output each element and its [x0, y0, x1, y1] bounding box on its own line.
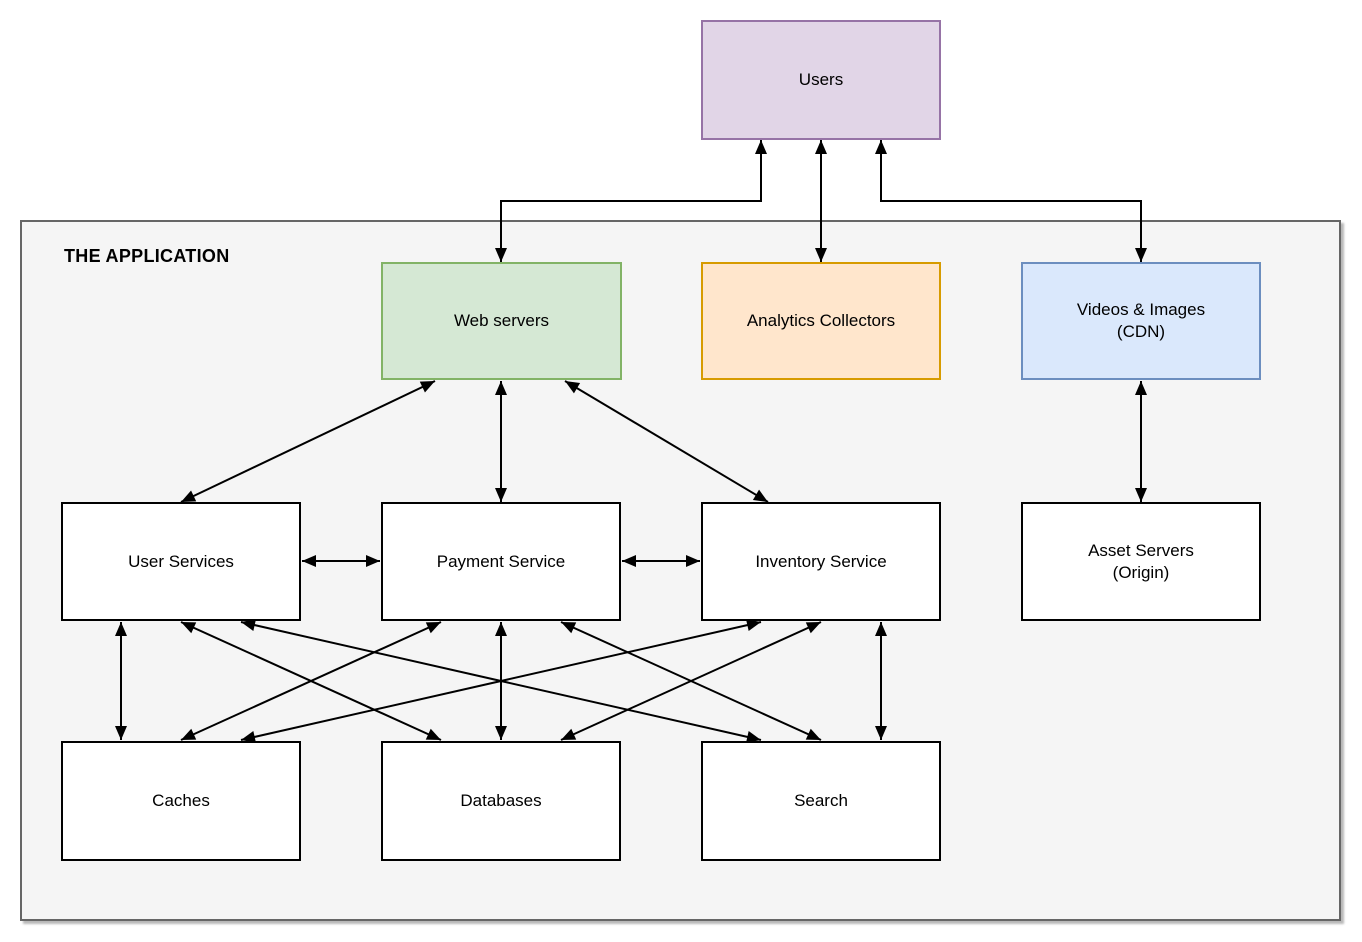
node-user-services: User Services [61, 502, 301, 621]
videos-images-cdn-label: Videos & Images (CDN) [1076, 300, 1206, 341]
edge-inventory-service--databases [560, 621, 822, 741]
node-analytics-collectors: Analytics Collectors [701, 262, 941, 380]
node-databases: Databases [381, 741, 621, 861]
edge-web-servers--inventory-service [564, 380, 769, 503]
web-servers-label: Web servers [453, 311, 550, 331]
node-asset-servers-origin: Asset Servers (Origin) [1021, 502, 1261, 621]
payment-service-label: Payment Service [436, 551, 566, 571]
node-inventory-service: Inventory Service [701, 502, 941, 621]
search-label: Search [794, 791, 848, 811]
edge-users--videos-images-cdn [875, 140, 1147, 262]
node-web-servers: Web servers [381, 262, 622, 380]
node-caches: Caches [61, 741, 301, 861]
asset-servers-origin-label: Asset Servers (Origin) [1088, 540, 1194, 582]
inventory-service-label: Inventory Service [755, 551, 887, 571]
databases-label: Databases [460, 791, 542, 811]
node-payment-service: Payment Service [381, 502, 621, 621]
caches-label: Caches [152, 791, 210, 811]
node-videos-images-cdn: Videos & Images (CDN) [1021, 262, 1261, 380]
edge-users--web-servers [495, 140, 767, 262]
users-label: Users [798, 70, 844, 90]
node-search: Search [701, 741, 941, 861]
node-users: Users [701, 20, 941, 140]
edge-web-servers--user-services [180, 380, 436, 503]
analytics-collectors-label: Analytics Collectors [746, 311, 896, 331]
application-container-label: THE APPLICATION [64, 246, 230, 266]
user-services-label: User Services [128, 551, 234, 571]
